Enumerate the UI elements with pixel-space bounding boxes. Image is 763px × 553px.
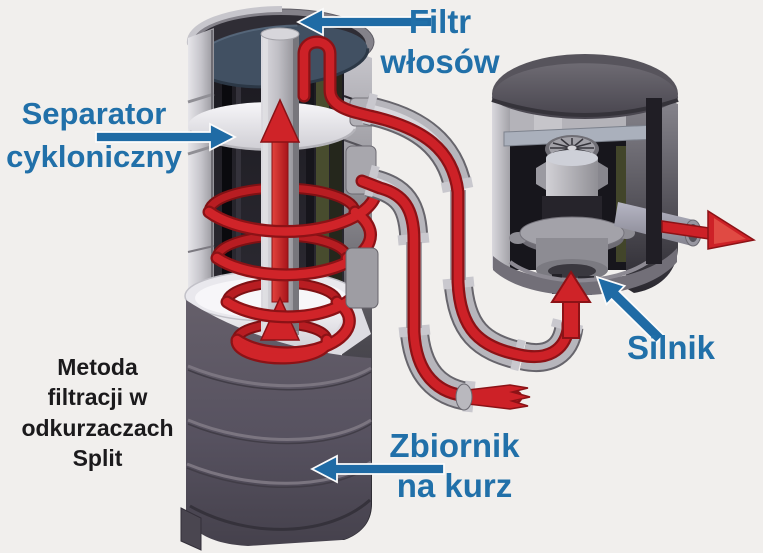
caption-line2: filtracji w bbox=[47, 384, 148, 411]
motor-left-wall bbox=[492, 88, 510, 280]
label-arrow-motor bbox=[595, 275, 666, 345]
motor-unit bbox=[491, 54, 702, 296]
label-arrow-separator bbox=[95, 122, 237, 152]
label-dust-container-line2: na kurz bbox=[396, 467, 513, 505]
central-tube bbox=[259, 27, 301, 341]
label-arrow-hair-filter bbox=[296, 7, 433, 37]
airflow-tube-clean bbox=[297, 35, 575, 364]
label-cyclonic-separator-line2: cykloniczny bbox=[6, 139, 182, 175]
cylinder-left-wall bbox=[188, 28, 214, 310]
label-motor: Silnik bbox=[611, 328, 731, 368]
label-dust-container-line1: Zbiornik bbox=[389, 427, 520, 464]
label-hair-filter-line2: włosów bbox=[380, 43, 500, 81]
caption-method: Metoda filtracji w odkurzaczach Split bbox=[10, 352, 185, 473]
dust-container bbox=[180, 300, 372, 551]
pipe-clip bbox=[345, 247, 379, 309]
container-bottom-lip bbox=[180, 507, 202, 551]
label-hair-filter: Filtr włosów bbox=[378, 2, 502, 83]
label-dust-container: Zbiornik na kurz bbox=[377, 426, 532, 507]
airflow-inlet-nozzle bbox=[455, 383, 531, 411]
label-motor-text: Silnik bbox=[626, 329, 716, 366]
label-hair-filter-line1: Filtr bbox=[408, 3, 472, 40]
label-arrow-dust-container bbox=[310, 454, 445, 484]
label-cyclonic-separator-line1: Separator bbox=[21, 96, 167, 131]
caption-line3: odkurzaczach bbox=[21, 414, 174, 441]
caption-line1: Metoda bbox=[57, 354, 138, 380]
airflow-arrow-exhaust bbox=[661, 209, 756, 250]
label-cyclonic-separator: Separator cykloniczny bbox=[4, 92, 184, 179]
motor-dome bbox=[491, 63, 679, 119]
caption-line4: Split bbox=[72, 445, 123, 472]
label-arrows bbox=[95, 7, 666, 484]
airflow-arrow-into-motor bbox=[550, 270, 592, 339]
airflow-tube-inlet bbox=[355, 174, 523, 404]
